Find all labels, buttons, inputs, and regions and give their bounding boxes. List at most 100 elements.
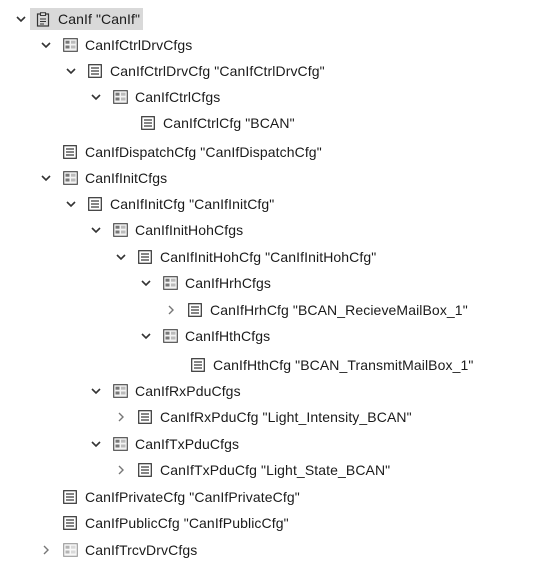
tree-node-label: CanIfHthCfg "BCAN_TransmitMailBox_1" [213, 357, 474, 373]
container-icon [137, 249, 153, 265]
container-icon [62, 489, 78, 505]
container-list-icon [162, 275, 178, 291]
module-clipboard-icon [35, 11, 51, 27]
tree-node-label-wrap: CanIfInitCfg "CanIfInitCfg" [80, 193, 277, 215]
tree-node-label-wrap: CanIfTxPduCfg "Light_State_BCAN" [130, 459, 393, 481]
tree-node-canifhthcfgs[interactable]: CanIfHthCfgs [0, 323, 273, 349]
chevron-down-icon[interactable] [87, 221, 105, 239]
chevron-down-icon[interactable] [87, 88, 105, 106]
container-list-icon [62, 542, 78, 558]
tree-node-label-wrap: CanIfCtrlCfgs [105, 86, 223, 108]
tree-node-label: CanIfCtrlDrvCfg "CanIfCtrlDrvCfg" [110, 63, 325, 79]
tree-node-label: CanIfHrhCfgs [185, 275, 272, 291]
chevron-down-icon[interactable] [12, 10, 30, 28]
chevron-down-icon[interactable] [37, 169, 55, 187]
tree-node-canifprivatecfg[interactable]: CanIfPrivateCfg "CanIfPrivateCfg" [0, 484, 303, 510]
tree-node-label: CanIfRxPduCfgs [135, 383, 241, 399]
tree-node-canifinitcfgs[interactable]: CanIfInitCfgs [0, 165, 170, 191]
container-icon [87, 196, 103, 212]
tree-node-label-wrap: CanIfHthCfg "BCAN_TransmitMailBox_1" [183, 354, 476, 376]
tree-node-label: CanIfDispatchCfg "CanIfDispatchCfg" [85, 144, 322, 160]
container-icon [190, 357, 206, 373]
tree-node-label-wrap: CanIfPublicCfg "CanIfPublicCfg" [55, 512, 292, 534]
tree-node-label: CanIfPrivateCfg "CanIfPrivateCfg" [85, 489, 300, 505]
tree-node-label-wrap: CanIfRxPduCfgs [105, 380, 244, 402]
tree-node-canifctrlcfg[interactable]: CanIfCtrlCfg "BCAN" [0, 110, 298, 136]
tree-node-label-wrap: CanIfCtrlDrvCfg "CanIfCtrlDrvCfg" [80, 60, 328, 82]
container-icon [137, 409, 153, 425]
tree-node-label-wrap: CanIfCtrlCfg "BCAN" [133, 112, 298, 134]
container-list-icon [162, 328, 178, 344]
tree-node-label: CanIf "CanIf" [58, 11, 141, 27]
tree-node-canifctrldrvcfgs[interactable]: CanIfCtrlDrvCfgs [0, 32, 195, 58]
tree-node-label: CanIfCtrlCfgs [135, 89, 221, 105]
tree-node-canifctrldrvcfg[interactable]: CanIfCtrlDrvCfg "CanIfCtrlDrvCfg" [0, 58, 328, 84]
tree-node-canifinithohcfgs[interactable]: CanIfInitHohCfgs [0, 217, 246, 243]
chevron-down-icon[interactable] [112, 248, 130, 266]
tree-node-label-wrap: CanIfRxPduCfg "Light_Intensity_BCAN" [130, 406, 415, 428]
tree-node-label-wrap: CanIfInitCfgs [55, 167, 170, 189]
tree-node-label: CanIfTxPduCfgs [135, 436, 240, 452]
tree-node-caniftxpducfgs[interactable]: CanIfTxPduCfgs [0, 431, 242, 457]
container-icon [87, 63, 103, 79]
container-icon [140, 115, 156, 131]
tree-node-label: CanIfTxPduCfg "Light_State_BCAN" [160, 462, 391, 478]
tree-node-caniftrcvdrvcfgs[interactable]: CanIfTrcvDrvCfgs [0, 537, 200, 563]
chevron-down-icon[interactable] [137, 327, 155, 345]
chevron-down-icon[interactable] [62, 62, 80, 80]
tree-node-label-wrap: CanIfHrhCfg "BCAN_RecieveMailBox_1" [180, 299, 471, 321]
container-list-icon [112, 436, 128, 452]
chevron-down-icon[interactable] [62, 195, 80, 213]
chevron-right-icon[interactable] [37, 541, 55, 559]
tree-node-canifhrhcfgs[interactable]: CanIfHrhCfgs [0, 270, 274, 296]
tree-node-label: CanIfHthCfgs [185, 328, 271, 344]
chevron-down-icon[interactable] [137, 274, 155, 292]
tree-node-label-wrap: CanIfHthCfgs [155, 325, 273, 347]
tree-node-canifhthcfg[interactable]: CanIfHthCfg "BCAN_TransmitMailBox_1" [0, 352, 476, 378]
tree-node-label-wrap: CanIfHrhCfgs [155, 272, 274, 294]
chevron-down-icon[interactable] [37, 36, 55, 54]
chevron-down-icon[interactable] [87, 382, 105, 400]
tree-node-label: CanIfTrcvDrvCfgs [85, 542, 198, 558]
container-list-icon [62, 37, 78, 53]
tree-node-label-wrap: CanIf "CanIf" [30, 8, 144, 30]
tree-node-canifhrhcfg[interactable]: CanIfHrhCfg "BCAN_RecieveMailBox_1" [0, 297, 471, 323]
tree-node-canifdispatchcfg[interactable]: CanIfDispatchCfg "CanIfDispatchCfg" [0, 139, 325, 165]
tree-node-label-wrap: CanIfDispatchCfg "CanIfDispatchCfg" [55, 141, 325, 163]
tree-node-label: CanIfCtrlCfg "BCAN" [163, 115, 295, 131]
container-icon [62, 515, 78, 531]
tree-node-canif[interactable]: CanIf "CanIf" [0, 6, 144, 32]
tree-node-label: CanIfHrhCfg "BCAN_RecieveMailBox_1" [210, 302, 468, 318]
tree-node-label-wrap: CanIfTxPduCfgs [105, 433, 242, 455]
tree-node-label: CanIfInitHohCfgs [135, 222, 244, 238]
tree-node-label-wrap: CanIfInitHohCfgs [105, 219, 246, 241]
tree-node-canifrxpducfgs[interactable]: CanIfRxPduCfgs [0, 378, 244, 404]
tree-node-label-wrap: CanIfCtrlDrvCfgs [55, 34, 195, 56]
chevron-down-icon[interactable] [87, 435, 105, 453]
tree-node-canifctrlcfgs[interactable]: CanIfCtrlCfgs [0, 84, 223, 110]
tree-node-label: CanIfInitCfgs [85, 170, 168, 186]
container-list-icon [112, 89, 128, 105]
container-list-icon [62, 170, 78, 186]
container-icon [62, 144, 78, 160]
tree-node-canifpubliccfg[interactable]: CanIfPublicCfg "CanIfPublicCfg" [0, 510, 292, 536]
tree-node-label-wrap: CanIfInitHohCfg "CanIfInitHohCfg" [130, 246, 379, 268]
tree-node-label: CanIfPublicCfg "CanIfPublicCfg" [85, 515, 289, 531]
tree-node-label: CanIfRxPduCfg "Light_Intensity_BCAN" [160, 409, 412, 425]
chevron-right-icon[interactable] [162, 301, 180, 319]
tree-node-label-wrap: CanIfPrivateCfg "CanIfPrivateCfg" [55, 486, 303, 508]
container-icon [187, 302, 203, 318]
container-icon [137, 462, 153, 478]
tree-node-canifinitcfg[interactable]: CanIfInitCfg "CanIfInitCfg" [0, 191, 277, 217]
tree-node-canifinithohcfg[interactable]: CanIfInitHohCfg "CanIfInitHohCfg" [0, 244, 379, 270]
tree-node-label: CanIfInitCfg "CanIfInitCfg" [110, 196, 275, 212]
chevron-right-icon[interactable] [112, 461, 130, 479]
tree-node-caniftxpducfg[interactable]: CanIfTxPduCfg "Light_State_BCAN" [0, 457, 393, 483]
tree-node-label: CanIfCtrlDrvCfgs [85, 37, 193, 53]
tree-node-label: CanIfInitHohCfg "CanIfInitHohCfg" [160, 249, 377, 265]
chevron-right-icon[interactable] [112, 408, 130, 426]
container-list-icon [112, 383, 128, 399]
tree-node-canifrxpducfg[interactable]: CanIfRxPduCfg "Light_Intensity_BCAN" [0, 404, 415, 430]
tree-node-label-wrap: CanIfTrcvDrvCfgs [55, 539, 200, 561]
